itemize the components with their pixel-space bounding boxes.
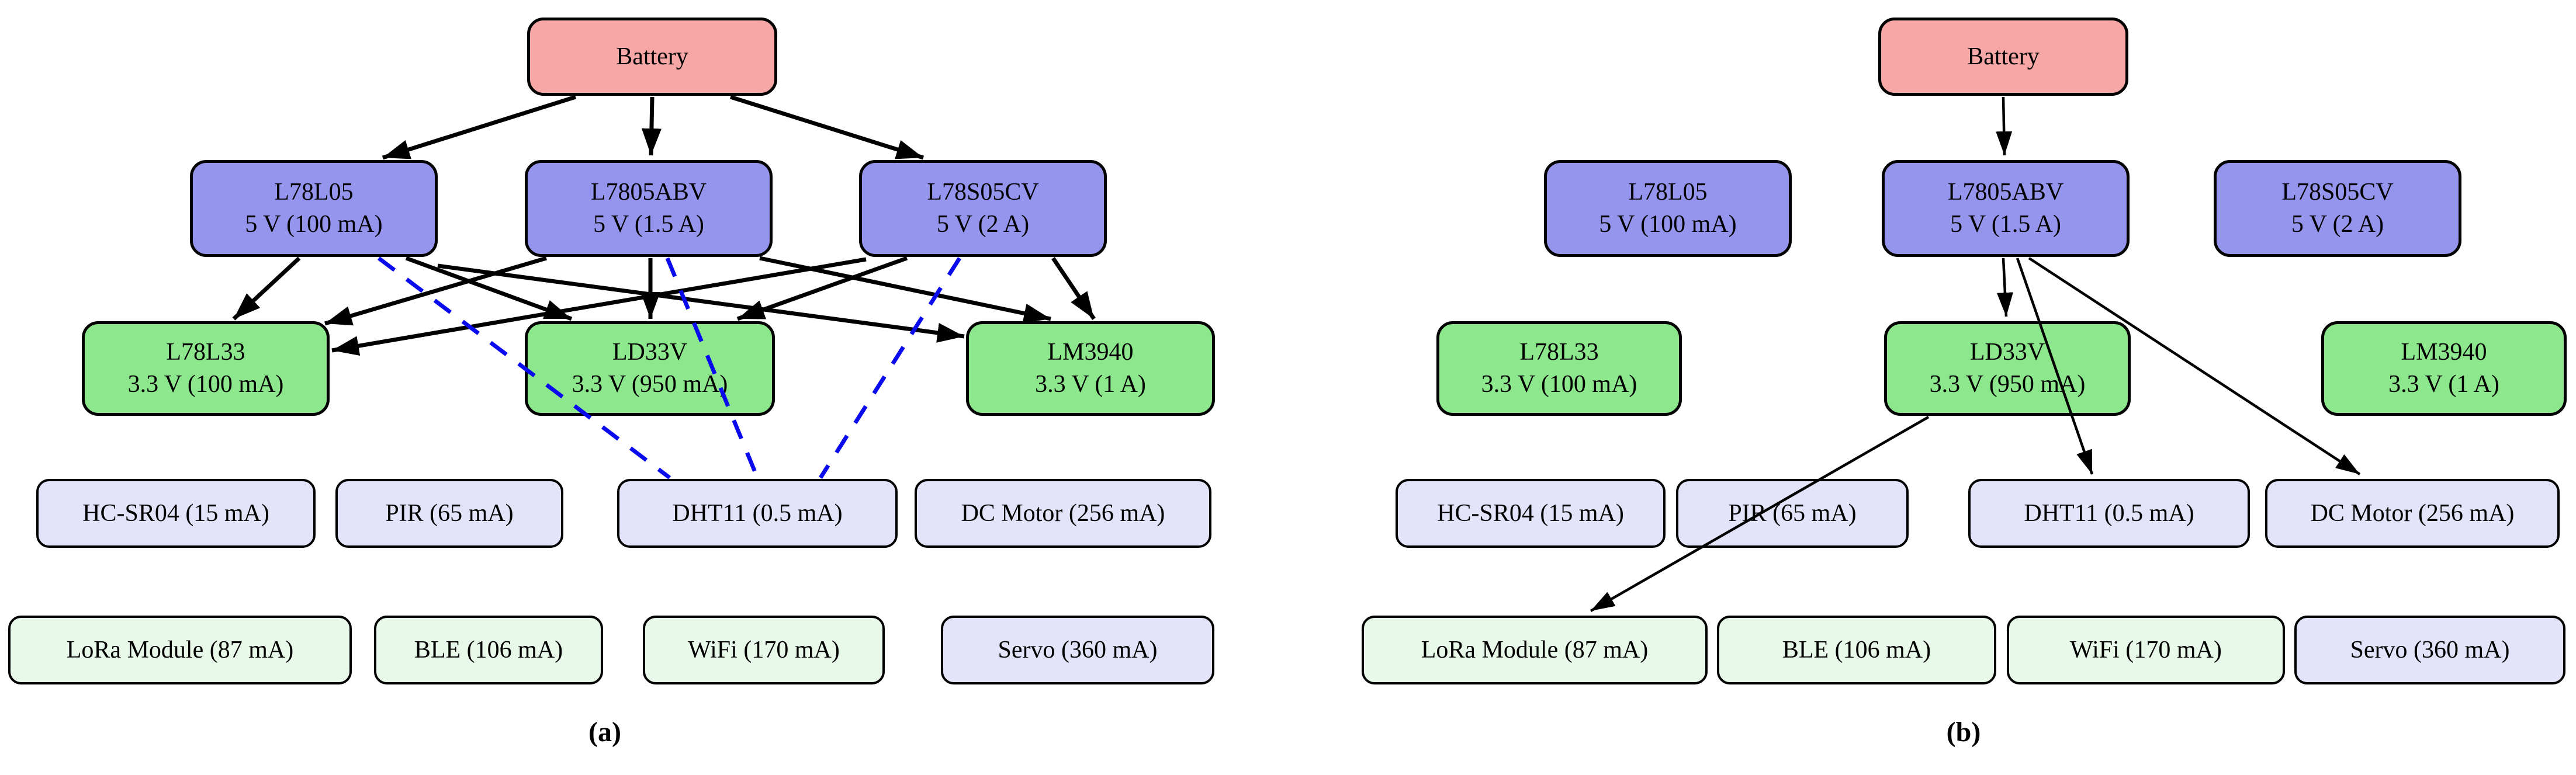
edge-a-l78l05-l78l33 <box>232 256 301 321</box>
node-label: BLE (106 mA) <box>414 636 563 663</box>
node-b-lm3940: LM3940 3.3 V (1 A) <box>2321 321 2567 416</box>
panel-a-caption: (a) <box>588 717 621 748</box>
node-label: LD33V <box>1969 339 2045 366</box>
node-label: LM3940 <box>2401 339 2487 366</box>
node-b-lora: LoRa Module (87 mA) <box>1362 616 1708 684</box>
edge-b-l7805abv-ld33v <box>1996 258 2013 317</box>
node-label: L7805ABV <box>1947 179 2064 206</box>
edge-a-l78s05cv-ld33v <box>736 256 908 321</box>
node-b-servo: Servo (360 mA) <box>2294 616 2565 684</box>
edge-a-battery-l78s05cv <box>729 95 925 160</box>
node-label: 3.3 V (950 mA) <box>572 371 728 398</box>
node-label: 3.3 V (1 A) <box>2388 371 2499 398</box>
node-a-servo: Servo (360 mA) <box>941 616 1214 684</box>
node-label: WiFi (170 mA) <box>688 636 840 663</box>
node-label: DHT11 (0.5 mA) <box>2024 499 2194 527</box>
node-label: PIR (65 mA) <box>385 499 514 527</box>
node-label: LoRa Module (87 mA) <box>66 636 294 663</box>
node-b-dcmotor: DC Motor (256 mA) <box>2265 479 2560 548</box>
node-a-battery: Battery <box>527 18 777 96</box>
node-label: LoRa Module (87 mA) <box>1421 636 1649 663</box>
node-label: 3.3 V (100 mA) <box>127 371 284 398</box>
node-b-l78l33: L78L33 3.3 V (100 mA) <box>1436 321 1682 416</box>
edge-a-l78s05cv-dht11-dashed <box>819 257 961 479</box>
node-label: Servo (360 mA) <box>998 636 1158 663</box>
node-label: 5 V (1.5 A) <box>593 211 704 238</box>
node-label: HC-SR04 (15 mA) <box>1437 499 1624 527</box>
node-b-dht11: DHT11 (0.5 mA) <box>1968 479 2250 548</box>
node-label: L78L05 <box>274 179 354 206</box>
node-a-l78l05: L78L05 5 V (100 mA) <box>190 160 438 257</box>
node-a-l78s05cv: L78S05CV 5 V (2 A) <box>859 160 1107 257</box>
edge-a-battery-l7805abv <box>641 96 662 156</box>
node-label: 5 V (2 A) <box>936 211 1030 238</box>
node-a-dcmotor: DC Motor (256 mA) <box>915 479 1211 548</box>
node-a-ld33v: LD33V 3.3 V (950 mA) <box>525 321 775 416</box>
node-b-l78l05: L78L05 5 V (100 mA) <box>1544 160 1792 257</box>
node-label: HC-SR04 (15 mA) <box>82 499 269 527</box>
node-label: 3.3 V (100 mA) <box>1481 371 1637 398</box>
node-label: 3.3 V (950 mA) <box>1929 371 2086 398</box>
node-b-l7805abv: L7805ABV 5 V (1.5 A) <box>1882 160 2130 257</box>
edge-a-battery-l78l05 <box>382 95 577 160</box>
node-label: DHT11 (0.5 mA) <box>672 499 843 527</box>
edge-a-l7805abv-l78l33 <box>324 256 547 326</box>
node-b-battery: Battery <box>1878 18 2128 96</box>
node-b-ble: BLE (106 mA) <box>1717 616 1996 684</box>
node-a-l7805abv: L7805ABV 5 V (1.5 A) <box>525 160 773 257</box>
node-label: L78L33 <box>1519 339 1599 366</box>
node-a-lm3940: LM3940 3.3 V (1 A) <box>966 321 1215 416</box>
node-label: 5 V (1.5 A) <box>1950 211 2061 238</box>
node-b-wifi: WiFi (170 mA) <box>2007 616 2285 684</box>
node-a-pir: PIR (65 mA) <box>335 479 563 548</box>
node-label: L78S05CV <box>927 179 1039 206</box>
node-label: PIR (65 mA) <box>1728 499 1857 527</box>
edge-a-l78s05cv-lm3940 <box>1051 257 1096 320</box>
node-b-ld33v: LD33V 3.3 V (950 mA) <box>1884 321 2131 416</box>
node-label: L7805ABV <box>590 179 707 206</box>
node-a-dht11: DHT11 (0.5 mA) <box>617 479 898 548</box>
node-label: 5 V (2 A) <box>2291 211 2384 238</box>
node-label: WiFi (170 mA) <box>2070 636 2222 663</box>
node-b-hcsr04: HC-SR04 (15 mA) <box>1396 479 1666 548</box>
node-label: 5 V (100 mA) <box>1599 211 1737 238</box>
node-label: Battery <box>616 43 688 70</box>
panel-b-caption: (b) <box>1946 717 1981 748</box>
node-label: 5 V (100 mA) <box>245 211 383 238</box>
node-a-lora: LoRa Module (87 mA) <box>8 616 352 684</box>
node-label: 3.3 V (1 A) <box>1035 371 1146 398</box>
node-label: DC Motor (256 mA) <box>961 499 1165 527</box>
edge-a-l78l05-ld33v <box>405 256 573 321</box>
node-label: L78L33 <box>166 339 245 366</box>
node-a-ble: BLE (106 mA) <box>374 616 603 684</box>
node-label: Battery <box>1967 43 2040 70</box>
node-label: LM3940 <box>1047 339 1134 366</box>
node-label: DC Motor (256 mA) <box>2310 499 2515 527</box>
node-b-l78s05cv: L78S05CV 5 V (2 A) <box>2214 160 2461 257</box>
node-label: Servo (360 mA) <box>2350 636 2510 663</box>
node-label: L78S05CV <box>2281 179 2394 206</box>
node-a-l78l33: L78L33 3.3 V (100 mA) <box>82 321 330 416</box>
edge-b-battery-l7805abv <box>1996 96 2013 156</box>
node-label: L78L05 <box>1628 179 1708 206</box>
node-a-hcsr04: HC-SR04 (15 mA) <box>36 479 316 548</box>
node-b-pir: PIR (65 mA) <box>1676 479 1909 548</box>
node-a-wifi: WiFi (170 mA) <box>643 616 885 684</box>
node-label: LD33V <box>612 339 688 366</box>
node-label: BLE (106 mA) <box>1782 636 1931 663</box>
edge-a-l7805abv-lm3940 <box>759 256 1051 324</box>
